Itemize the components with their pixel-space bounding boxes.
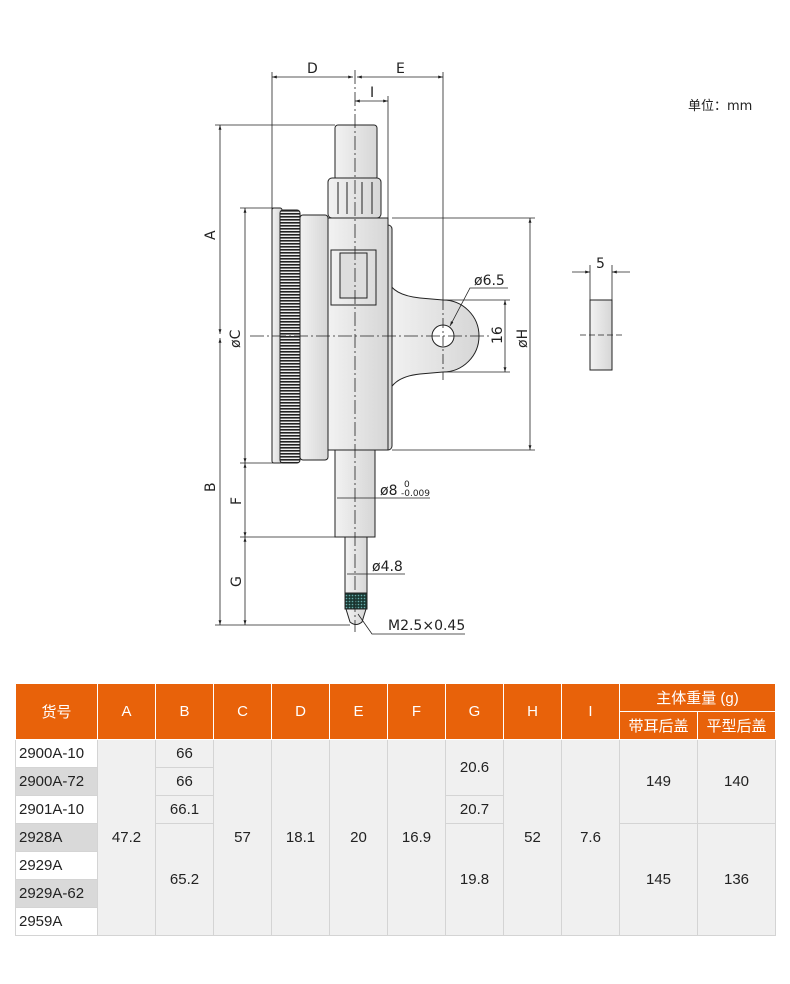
header-b: B [155,683,214,740]
header-d: D [271,683,330,740]
f-cell: 16.9 [387,739,446,936]
header-g: G [445,683,504,740]
label-i: I [370,85,374,101]
side-view [580,299,622,371]
label-e: E [396,61,405,77]
indicator-body [271,124,480,625]
i-cell: 7.6 [561,739,620,936]
header-weight-lug: 带耳后盖 [619,711,698,740]
label-d: D [307,61,318,77]
a-cell: 47.2 [97,739,156,936]
header-i: I [561,683,620,740]
weight-flat-cell: 140 [696,739,777,824]
label-g: G [229,576,245,587]
label-a: A [203,230,219,240]
label-stem-tol-upper: 0 [404,480,410,490]
weight-flat-cell: 136 [696,823,777,936]
c-cell: 57 [213,739,272,936]
model-cell: 2900A-10 [15,739,98,768]
label-16: 16 [490,326,506,344]
label-b: B [203,482,219,492]
g-cell: 20.6 [445,739,504,796]
weight-lug-cell: 149 [619,739,698,824]
e-cell: 20 [329,739,388,936]
header-e: E [329,683,388,740]
model-cell: 2928A [15,823,98,852]
b-cell: 66 [155,767,214,796]
unit-label: 单位：mm [688,99,753,114]
header-c: C [213,683,272,740]
dimension-lines [215,72,630,635]
weight-lug-cell: 145 [619,823,698,936]
dial-indicator-drawing: D E I A B øC F G øH 16 ø6.5 ø8 0 -0.009 … [203,61,630,635]
table-row: 2900A-72 66 [15,767,776,796]
table-row: 2900A-10 47.2 66 57 18.1 20 16.9 20.6 52… [15,739,777,936]
header-h: H [503,683,562,740]
g-cell: 19.8 [445,823,504,936]
header-f: F [387,683,446,740]
model-cell: 2959A [15,907,98,936]
label-h: øH [515,329,531,348]
label-hole: ø6.5 [474,273,505,289]
b-cell: 66.1 [155,795,214,824]
label-f: F [229,497,245,505]
table-row: 2928A 65.2 19.8 145 136 [15,823,777,936]
table-row: 2959A [15,907,776,936]
label-thickness: 5 [596,256,605,272]
h-cell: 52 [503,739,562,936]
label-thread: M2.5×0.45 [388,618,465,634]
center-lines [250,70,490,632]
table-row: 2901A-10 66.1 20.7 [15,795,776,824]
header-weight-flat: 平型后盖 [696,711,777,740]
header-model: 货号 [15,683,98,740]
label-stem: ø8 [380,483,397,499]
b-cell: 66 [155,739,214,768]
table-row: 2929A [15,851,776,880]
label-stem-tol-lower: -0.009 [401,489,430,499]
model-cell: 2901A-10 [15,795,98,824]
g-cell: 20.7 [445,795,504,824]
label-spindle: ø4.8 [372,559,403,575]
model-cell: 2929A [15,851,98,880]
d-cell: 18.1 [271,739,330,936]
label-c: øC [228,329,244,348]
header-weight: 主体重量 (g) [618,683,777,712]
b-cell: 65.2 [155,823,214,936]
table-row: 2929A-62 [15,879,776,908]
spec-table: 货号 A B C D E F G H I 主体重量 (g) 带耳后盖 平型后盖 … [15,683,777,936]
model-cell: 2900A-72 [15,767,98,796]
header-a: A [97,683,156,740]
model-cell: 2929A-62 [15,879,98,908]
